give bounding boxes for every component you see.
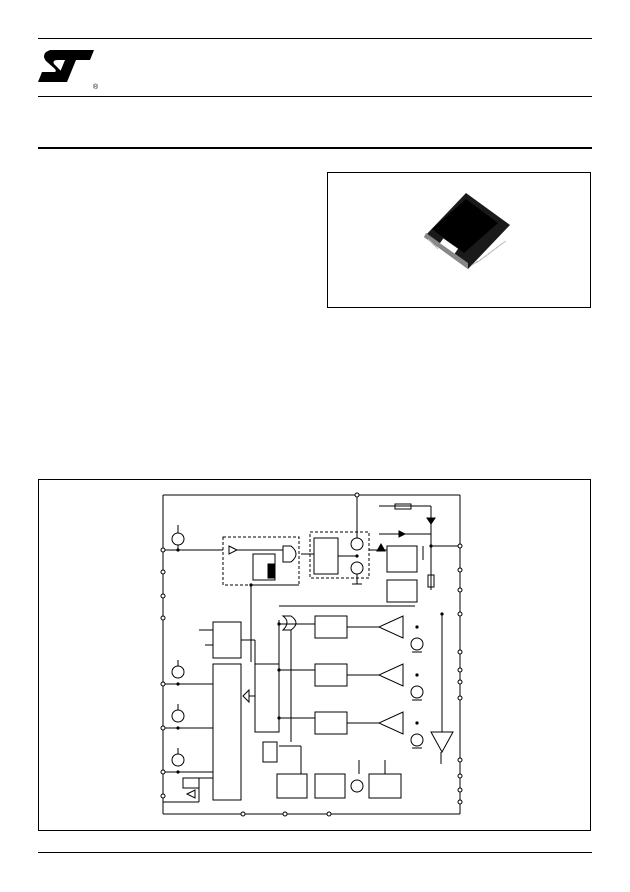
header-bottom-rule [38,96,592,97]
block-diagram-frame [38,479,591,831]
ic-package-icon [420,185,512,274]
svg-text:®: ® [93,83,99,91]
block-diagram-icon [160,492,463,817]
footer-rule [38,852,592,853]
title-rule [38,147,592,149]
package-image-box [327,172,591,308]
header-top-rule [38,38,592,39]
st-logo: ® [36,42,104,97]
